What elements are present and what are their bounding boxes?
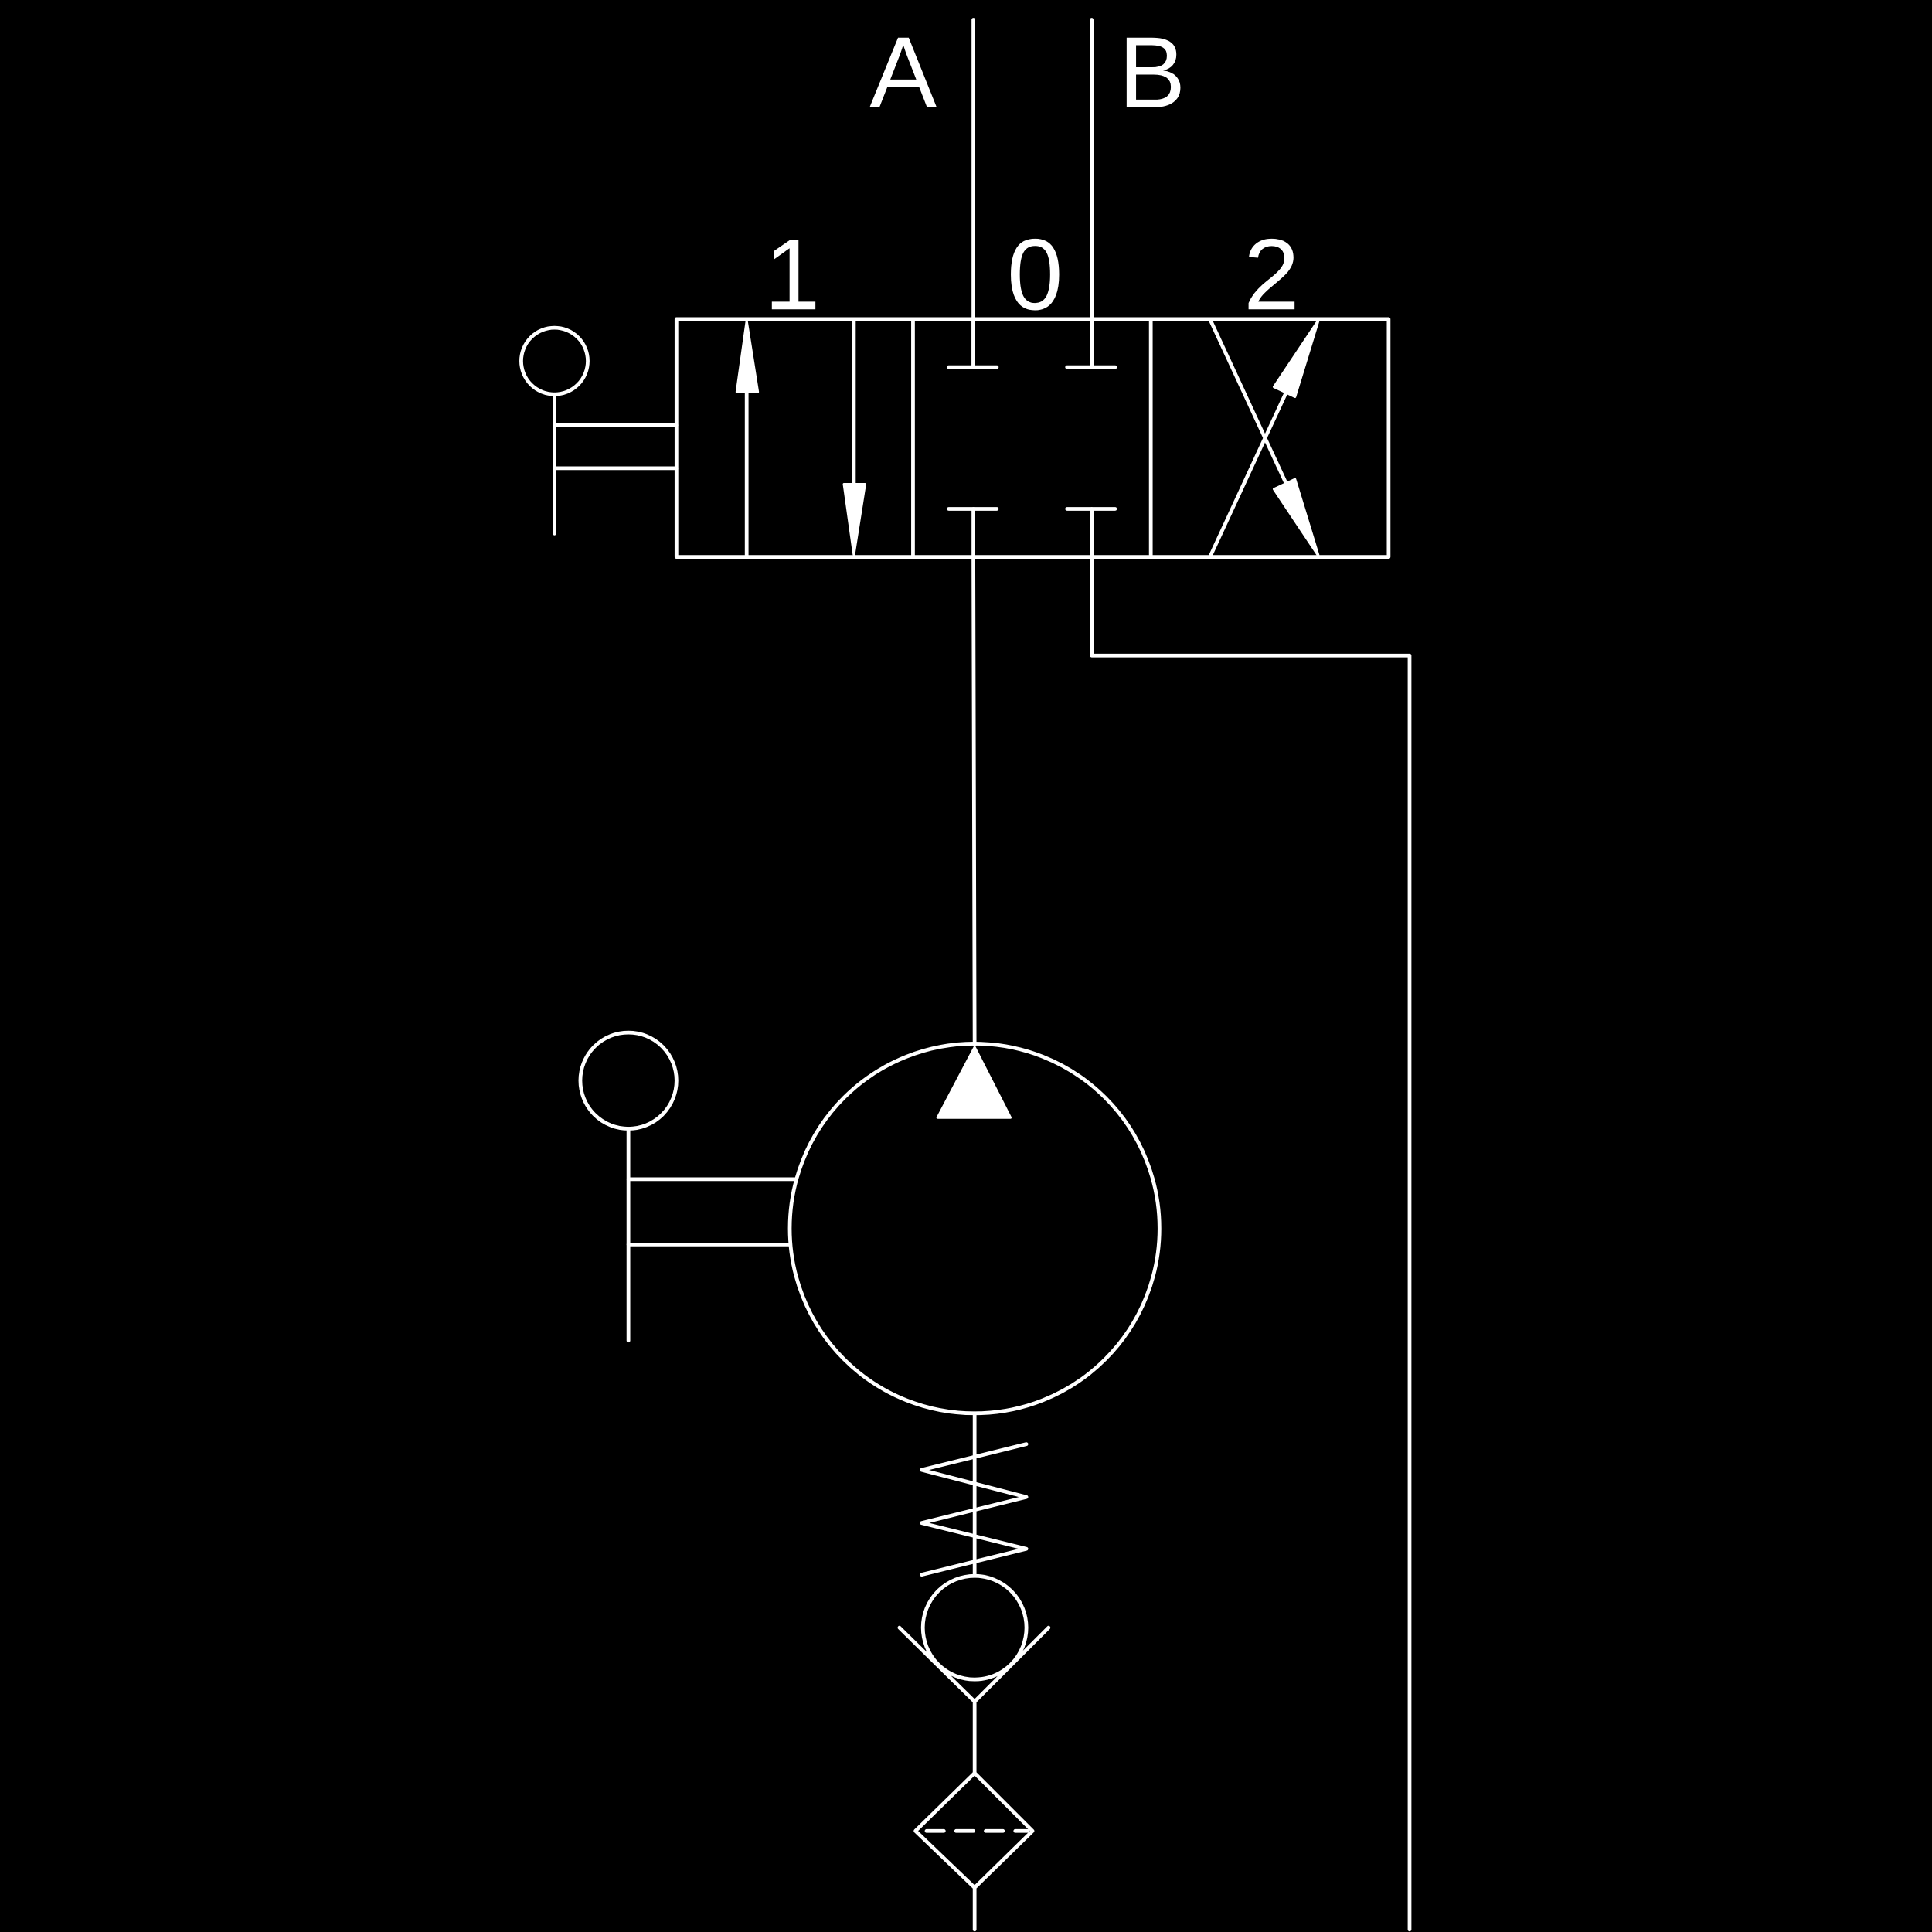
- position-1-label: 1: [764, 218, 821, 331]
- crossed-flow-arrows-icon: [1208, 317, 1320, 560]
- position-0-label: 0: [1007, 218, 1063, 331]
- pressure-line: [971, 555, 977, 1047]
- port-a-label: A: [869, 16, 937, 129]
- check-ball-icon: [920, 1573, 1029, 1682]
- port-lines: [971, 18, 1094, 369]
- check-valve: [897, 1411, 1051, 1775]
- pump-lever-icon[interactable]: [578, 1030, 797, 1343]
- parallel-flow-arrows-icon: [735, 317, 866, 560]
- blocked-ports-icon: [947, 317, 1117, 560]
- pump-direction-triangle-icon: [936, 1046, 1012, 1119]
- valve-body: [674, 317, 1391, 560]
- hand-pump[interactable]: [578, 1030, 1162, 1416]
- port-b-label: B: [1118, 16, 1185, 129]
- spring-icon: [920, 1442, 1029, 1577]
- position-2-label: 2: [1243, 218, 1300, 331]
- filter: [913, 1770, 1035, 1932]
- valve-lever-icon[interactable]: [519, 325, 679, 536]
- directional-valve[interactable]: [519, 317, 1391, 560]
- tank-return-line: [1090, 555, 1412, 1932]
